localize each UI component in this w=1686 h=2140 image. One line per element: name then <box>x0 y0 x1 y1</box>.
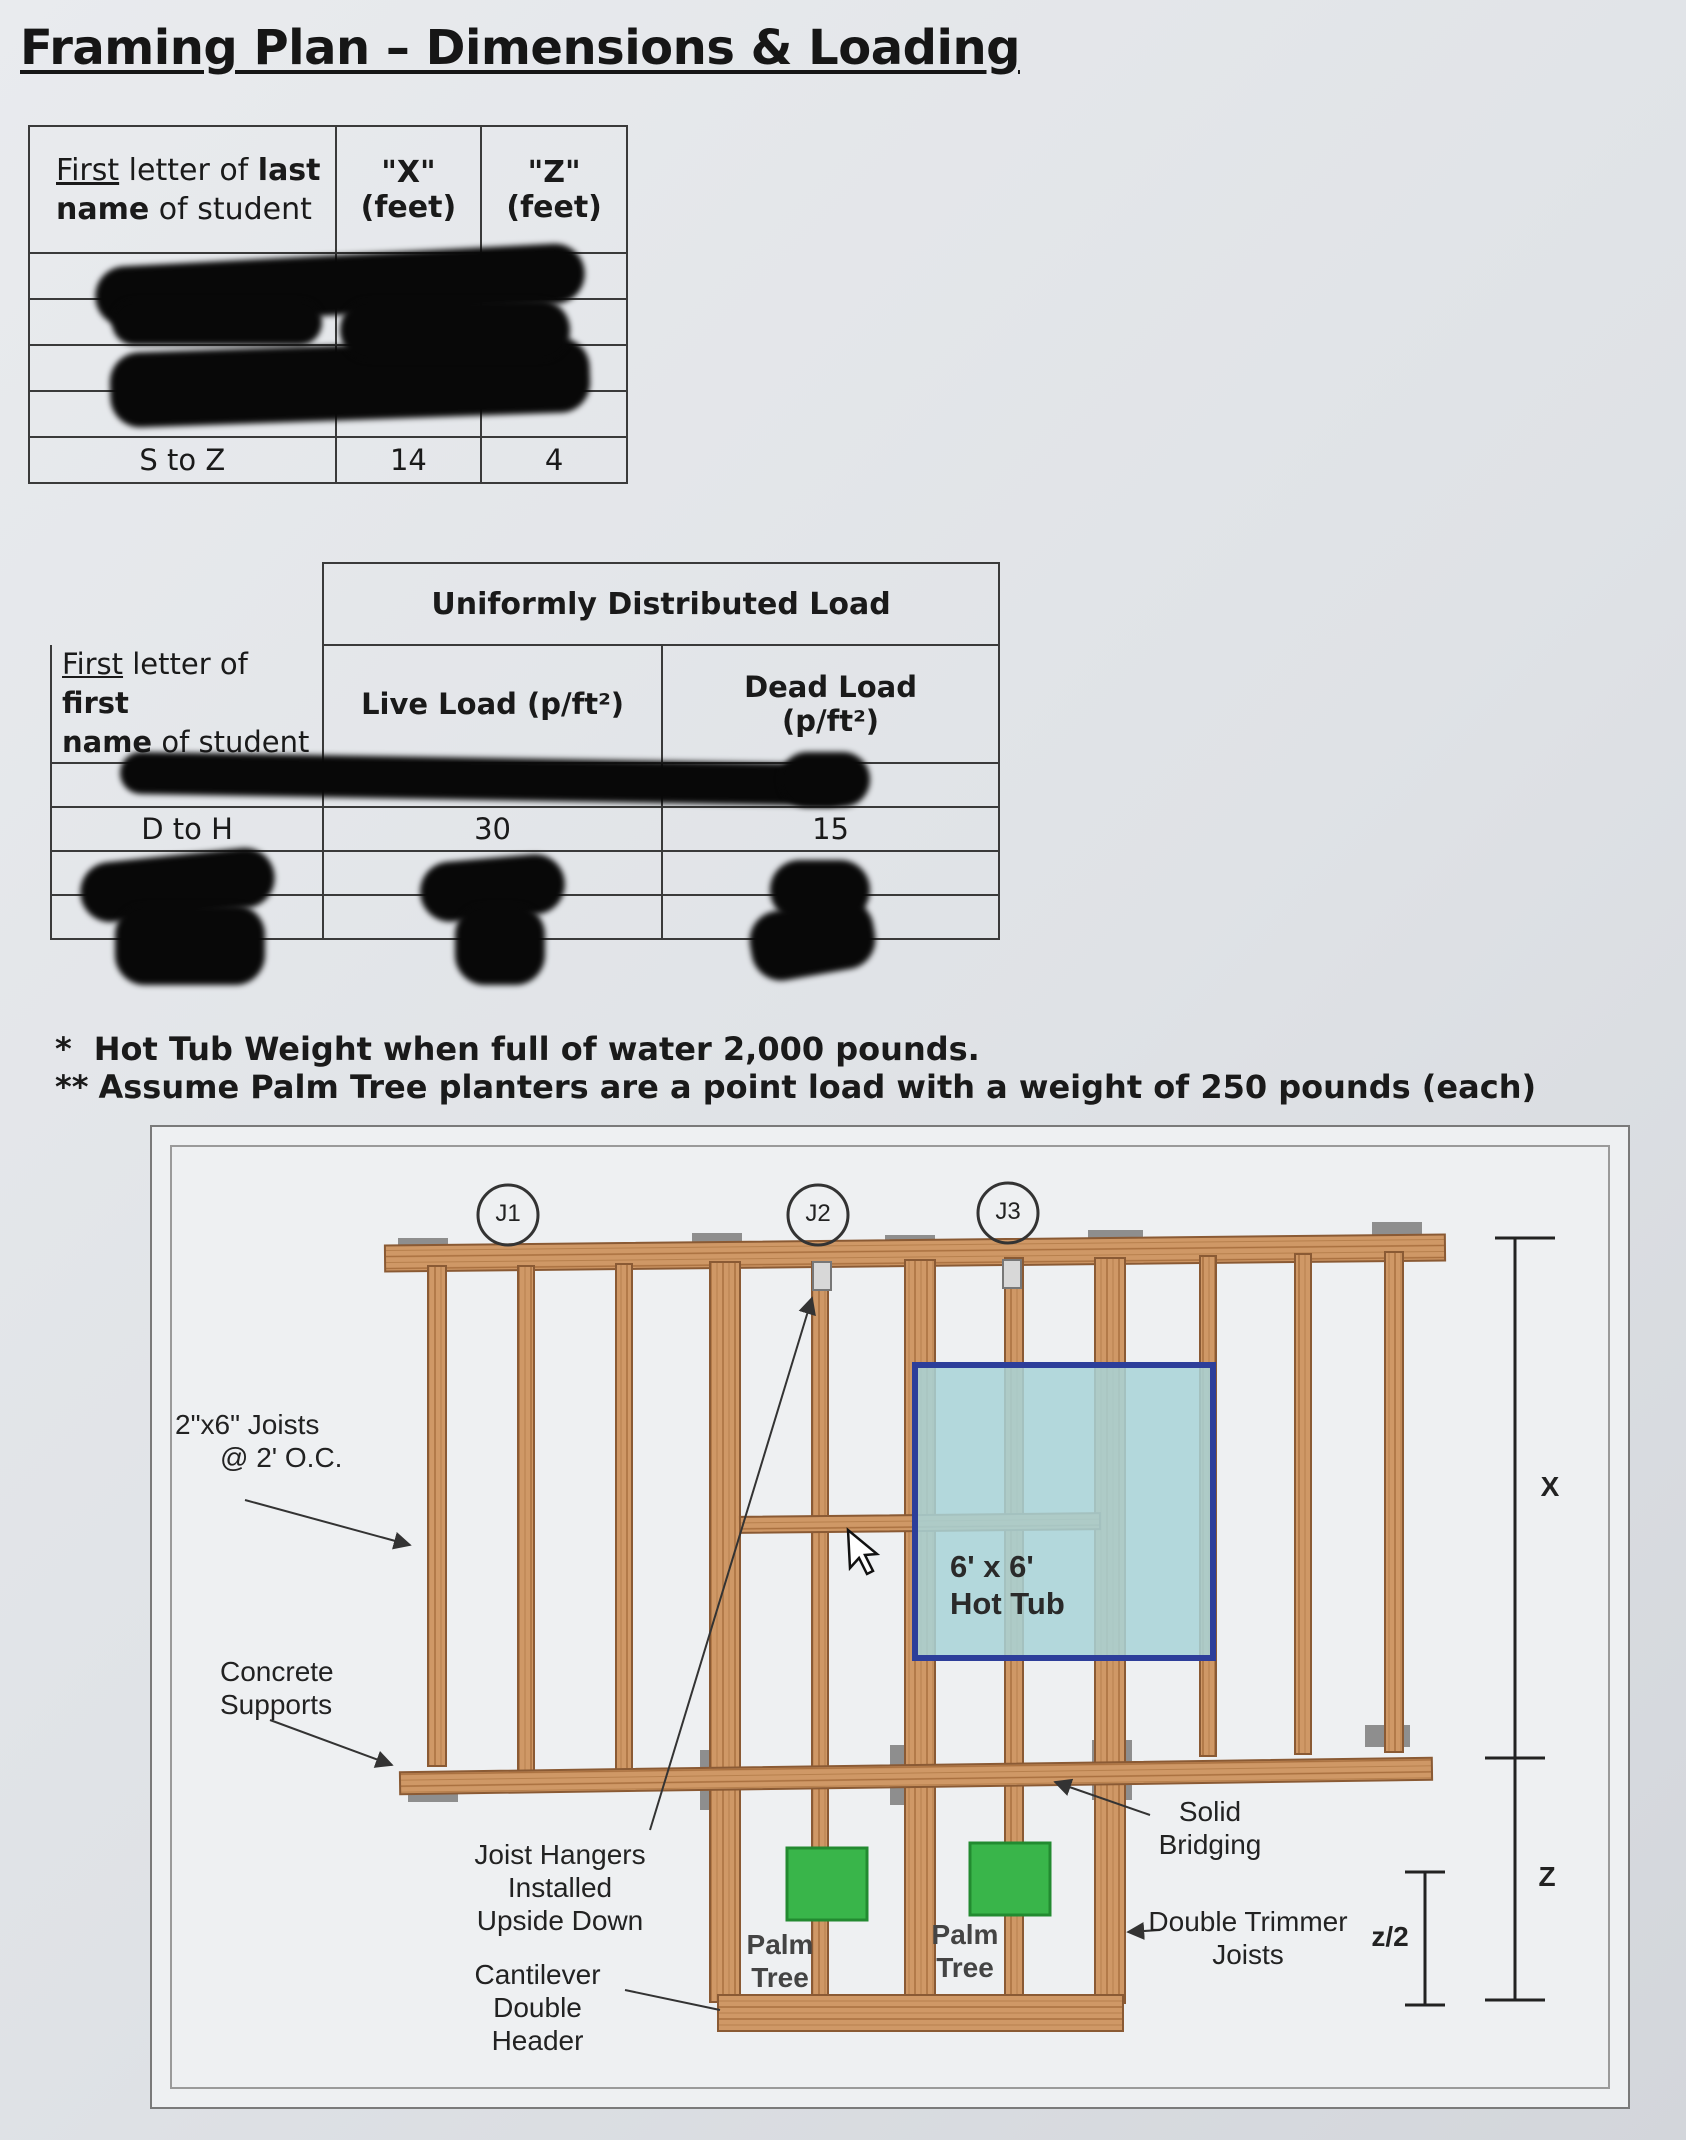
cantilever-double-header <box>717 1994 1124 2032</box>
x-dimension-label: X <box>1540 1471 1560 1502</box>
redaction-mark <box>112 300 322 345</box>
joists-label: 2"x6" Joists@ 2' O.C. <box>175 1409 343 1473</box>
joist-id-circle <box>786 1183 850 1247</box>
header-dead-load: Dead Load(p/ft²) <box>661 644 1000 764</box>
redaction-mark <box>340 300 570 360</box>
palm-tree-planter <box>785 1846 869 1922</box>
redaction-mark <box>780 752 870 807</box>
page-title: Framing Plan – Dimensions & Loading <box>20 20 1020 76</box>
palm-tree-note: **Assume Palm Tree planters are a point … <box>55 1068 1537 1106</box>
hot-tub-note: *Hot Tub Weight when full of water 2,000… <box>55 1030 980 1068</box>
framing-diagram-panel <box>150 1125 1630 2109</box>
joist-label-j1: J1 <box>495 1200 521 1227</box>
joist-id-circle <box>976 1181 1040 1245</box>
annotation-leaders <box>244 1296 1161 2011</box>
framing-diagram-frame <box>170 1145 1610 2089</box>
dimension-lines <box>1405 1236 1555 2007</box>
z-half-label: z/2 <box>1371 1921 1409 1952</box>
bottom-beam <box>398 1756 1434 1796</box>
joist-label-j2: J2 <box>805 1200 831 1227</box>
mouse-cursor-icon <box>846 1527 881 1576</box>
joist-label-j3: J3 <box>995 1198 1021 1225</box>
header-x: "X"(feet) <box>334 125 483 254</box>
hot-tub-label: 6' x 6'Hot Tub <box>950 1549 1065 1621</box>
header-uniform-load: Uniformly Distributed Load <box>322 562 1000 646</box>
joist-hangers <box>812 1259 1022 1291</box>
joist-id-circle <box>476 1183 540 1247</box>
palm-tree-planter <box>968 1841 1052 1917</box>
header-live-load: Live Load (p/ft²) <box>322 644 664 764</box>
hot-tub <box>912 1362 1216 1661</box>
redaction-mark <box>455 905 545 985</box>
redaction-mark <box>115 905 265 985</box>
header-z: "Z"(feet) <box>480 125 628 254</box>
z-dimension-label: Z <box>1538 1861 1556 1892</box>
